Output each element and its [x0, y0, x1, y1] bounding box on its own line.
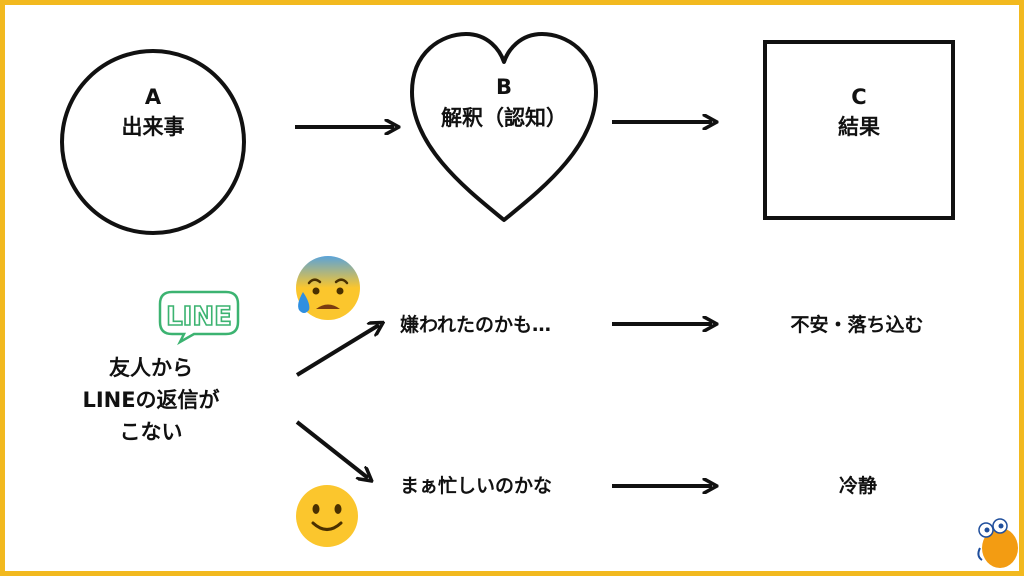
negative-interpretation: 嫌われたのかも…	[400, 313, 551, 336]
stage-a-node: A 出来事	[60, 49, 246, 235]
negative-result: 不安・落ち込む	[790, 313, 923, 336]
stage-c-label: 結果	[838, 115, 880, 139]
event-description: 友人から LINEの返信が こない	[82, 356, 219, 444]
stage-c-node: C 結果	[763, 40, 955, 220]
stage-a-label: 出来事	[122, 115, 185, 139]
line-logo: LINE	[158, 290, 240, 346]
smiling-emoji	[296, 485, 358, 547]
stage-b-heart	[410, 32, 598, 222]
positive-result: 冷静	[839, 474, 877, 497]
stage-c-letter: C	[851, 85, 866, 109]
stage-b-label: 解釈（認知）	[441, 106, 567, 130]
positive-interpretation: まぁ忙しいのかな	[400, 474, 552, 497]
event-line-2: LINEの返信が	[82, 388, 219, 412]
event-line-3: こない	[120, 420, 183, 444]
arrow-event-to-positive	[295, 420, 368, 478]
mascot-character-icon	[977, 518, 1018, 568]
anxious-sweat-emoji	[296, 256, 360, 320]
stage-b-node: B 解釈（認知）	[410, 32, 598, 222]
line-logo-bubble	[158, 290, 240, 346]
stage-c-square	[763, 40, 955, 220]
arrow-event-to-negative	[295, 325, 379, 377]
stage-a-letter: A	[145, 85, 162, 109]
line-logo-text: LINE	[166, 302, 232, 332]
stage-b-letter: B	[496, 75, 512, 99]
stage-a-circle	[60, 49, 246, 235]
event-line-1: 友人から	[109, 356, 193, 380]
